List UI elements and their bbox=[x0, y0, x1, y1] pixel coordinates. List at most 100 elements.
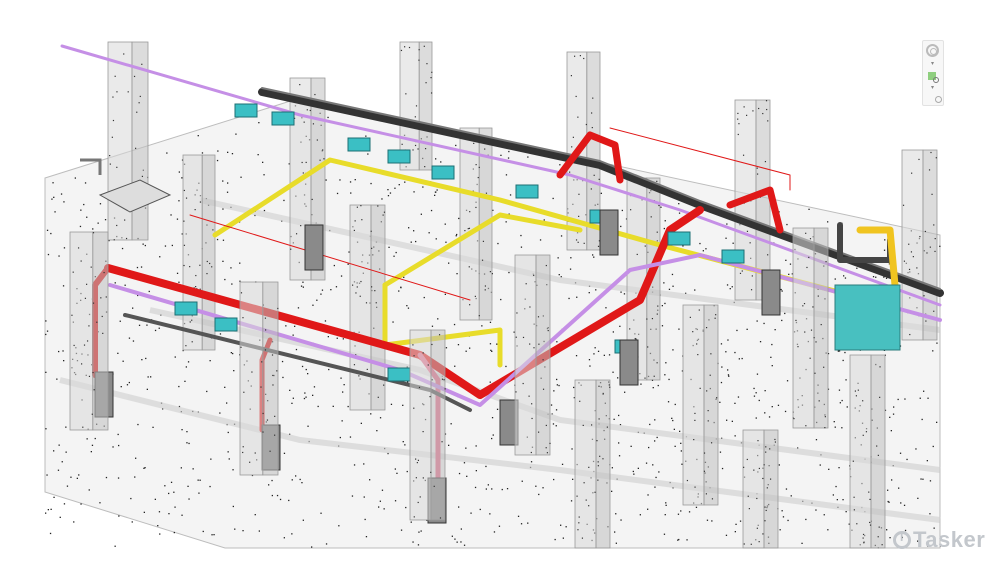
fan-coil-unit[interactable] bbox=[387, 149, 411, 164]
fan-coil-unit[interactable] bbox=[234, 103, 258, 118]
floor-speckle bbox=[611, 490, 613, 492]
fan-coil-unit[interactable] bbox=[271, 111, 295, 126]
floor-speckle bbox=[725, 237, 727, 239]
fan-coil-unit[interactable] bbox=[515, 184, 539, 199]
column-speckle bbox=[522, 336, 525, 339]
column-side bbox=[262, 281, 279, 476]
floor-speckle bbox=[720, 381, 723, 384]
column-speckle bbox=[865, 431, 868, 433]
riser-cabinet[interactable] bbox=[761, 269, 781, 316]
floor-speckle bbox=[197, 479, 199, 481]
fan-coil-unit[interactable] bbox=[431, 165, 455, 180]
gas-pipe-right[interactable] bbox=[856, 226, 899, 289]
floor-speckle bbox=[560, 524, 562, 526]
floor-speckle bbox=[756, 320, 758, 322]
fire-pipe-right[interactable] bbox=[726, 186, 784, 234]
floor-speckle bbox=[54, 211, 56, 213]
floor-speckle bbox=[410, 241, 412, 243]
structural-column[interactable] bbox=[682, 304, 719, 506]
riser-cabinet[interactable] bbox=[619, 339, 639, 386]
floor-speckle bbox=[140, 266, 143, 268]
floor-speckle bbox=[430, 209, 433, 212]
floor-speckle bbox=[699, 242, 701, 245]
floor-speckle bbox=[152, 426, 154, 428]
column-speckle bbox=[863, 541, 865, 543]
steering-wheel-icon[interactable] bbox=[926, 44, 939, 57]
zoom-region-icon[interactable] bbox=[928, 72, 939, 83]
fan-coil-unit[interactable] bbox=[347, 137, 371, 152]
column-speckle bbox=[746, 458, 748, 461]
structural-column[interactable] bbox=[514, 254, 551, 456]
floor-speckle bbox=[58, 255, 60, 257]
purple-pipe-main[interactable] bbox=[60, 44, 942, 307]
floor-speckle bbox=[837, 350, 839, 352]
floor-speckle bbox=[180, 467, 182, 469]
column-face bbox=[239, 281, 264, 476]
structural-column[interactable] bbox=[409, 329, 446, 521]
floor-speckle bbox=[685, 292, 687, 294]
chevron-down-icon[interactable]: ▾ bbox=[931, 85, 935, 91]
floor-speckle bbox=[354, 179, 356, 181]
floor-speckle bbox=[555, 409, 558, 411]
floor-speckle bbox=[66, 485, 69, 487]
floor-speckle bbox=[146, 324, 148, 326]
floor-speckle bbox=[774, 329, 776, 331]
fan-coil-unit[interactable] bbox=[387, 367, 411, 382]
structural-column[interactable] bbox=[742, 429, 779, 549]
structural-column[interactable] bbox=[399, 41, 433, 171]
fan-coil-unit[interactable] bbox=[174, 301, 198, 316]
air-handling-unit[interactable] bbox=[834, 284, 901, 351]
floor-speckle bbox=[336, 192, 339, 195]
floor-speckle bbox=[135, 457, 137, 459]
fan-coil-unit[interactable] bbox=[667, 231, 691, 246]
column-side bbox=[870, 354, 886, 549]
fire-pipe-upper[interactable] bbox=[556, 131, 624, 184]
structural-column[interactable] bbox=[574, 379, 611, 549]
riser-cabinet[interactable] bbox=[304, 224, 324, 271]
column-speckle bbox=[923, 295, 925, 297]
floor-speckle bbox=[569, 268, 572, 270]
riser-cabinet[interactable] bbox=[599, 209, 619, 256]
structural-column[interactable] bbox=[626, 177, 661, 381]
column-speckle bbox=[570, 75, 573, 77]
floor-speckle bbox=[550, 404, 553, 406]
floor-speckle bbox=[138, 324, 141, 326]
floor-speckle bbox=[721, 366, 723, 368]
fire-pipe-main[interactable] bbox=[104, 206, 704, 399]
floor-speckle bbox=[917, 497, 919, 499]
floor-speckle bbox=[458, 472, 461, 475]
floor-speckle bbox=[746, 328, 748, 330]
floor-speckle bbox=[554, 538, 556, 541]
floor-speckle bbox=[597, 350, 600, 352]
structural-column[interactable] bbox=[239, 281, 279, 476]
gas-pipe-lower[interactable] bbox=[382, 212, 583, 288]
fan-coil-unit[interactable] bbox=[721, 249, 745, 264]
structural-column[interactable] bbox=[566, 51, 601, 251]
column-speckle bbox=[533, 274, 535, 276]
structural-column[interactable] bbox=[182, 154, 216, 351]
structural-column[interactable] bbox=[792, 227, 830, 429]
floor-speckle bbox=[887, 489, 889, 491]
structural-column[interactable] bbox=[69, 231, 109, 431]
column-speckle bbox=[767, 254, 769, 256]
column-speckle bbox=[769, 448, 771, 450]
structural-column[interactable] bbox=[849, 354, 886, 549]
floor-speckle bbox=[771, 365, 773, 367]
settings-icon[interactable] bbox=[935, 96, 942, 103]
column-speckle bbox=[767, 120, 769, 122]
floor-speckle bbox=[50, 508, 52, 510]
column-speckle bbox=[141, 175, 144, 178]
floor-speckle bbox=[288, 163, 290, 165]
purple-pipe-lower[interactable] bbox=[108, 253, 942, 407]
fan-coil-unit[interactable] bbox=[214, 317, 238, 332]
navigation-bar[interactable]: ▾ ▾ bbox=[922, 40, 944, 106]
column-speckle bbox=[827, 353, 830, 355]
floor-speckle bbox=[226, 191, 229, 193]
floor-speckle bbox=[219, 412, 221, 414]
floor-speckle bbox=[652, 464, 654, 466]
column-speckle bbox=[597, 465, 599, 467]
chevron-down-icon[interactable]: ▾ bbox=[931, 61, 935, 67]
unit-body bbox=[387, 367, 411, 382]
floor-speckle bbox=[435, 158, 437, 160]
